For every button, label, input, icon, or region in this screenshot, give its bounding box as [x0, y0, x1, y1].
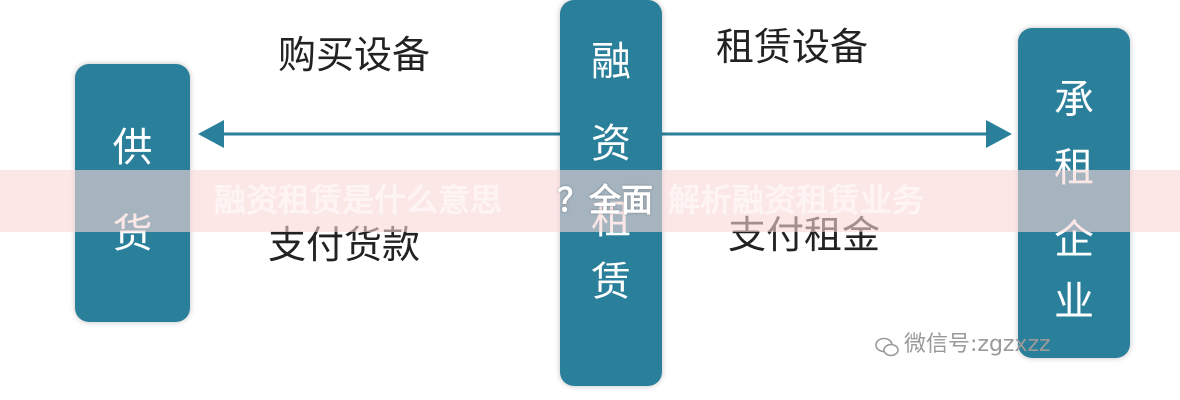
- leasing-char: 融: [591, 39, 631, 85]
- label-lease-equipment: 租赁设备: [716, 25, 869, 69]
- banner-strong-text: ？全面: [557, 181, 654, 219]
- watermark-text: 微信号:zgzxzz: [904, 332, 1051, 357]
- banner-overlay: [0, 170, 1180, 232]
- arrowhead-left: [198, 120, 224, 148]
- leasing-char: 赁: [591, 259, 631, 305]
- supplier-char: 供: [112, 125, 153, 171]
- label-pay-goods: 支付货款: [268, 223, 421, 267]
- arrowhead-right: [986, 120, 1012, 148]
- wechat-icon: [875, 337, 899, 357]
- label-buy-equipment: 购买设备: [278, 33, 431, 77]
- lessee-char: 业: [1054, 279, 1094, 325]
- leasing-char: 资: [591, 121, 631, 167]
- banner-faded-left: 融资租赁是什么意思: [214, 181, 503, 219]
- banner-faded-right: 解析融资租赁业务: [668, 181, 925, 219]
- lessee-char: 承: [1054, 77, 1094, 123]
